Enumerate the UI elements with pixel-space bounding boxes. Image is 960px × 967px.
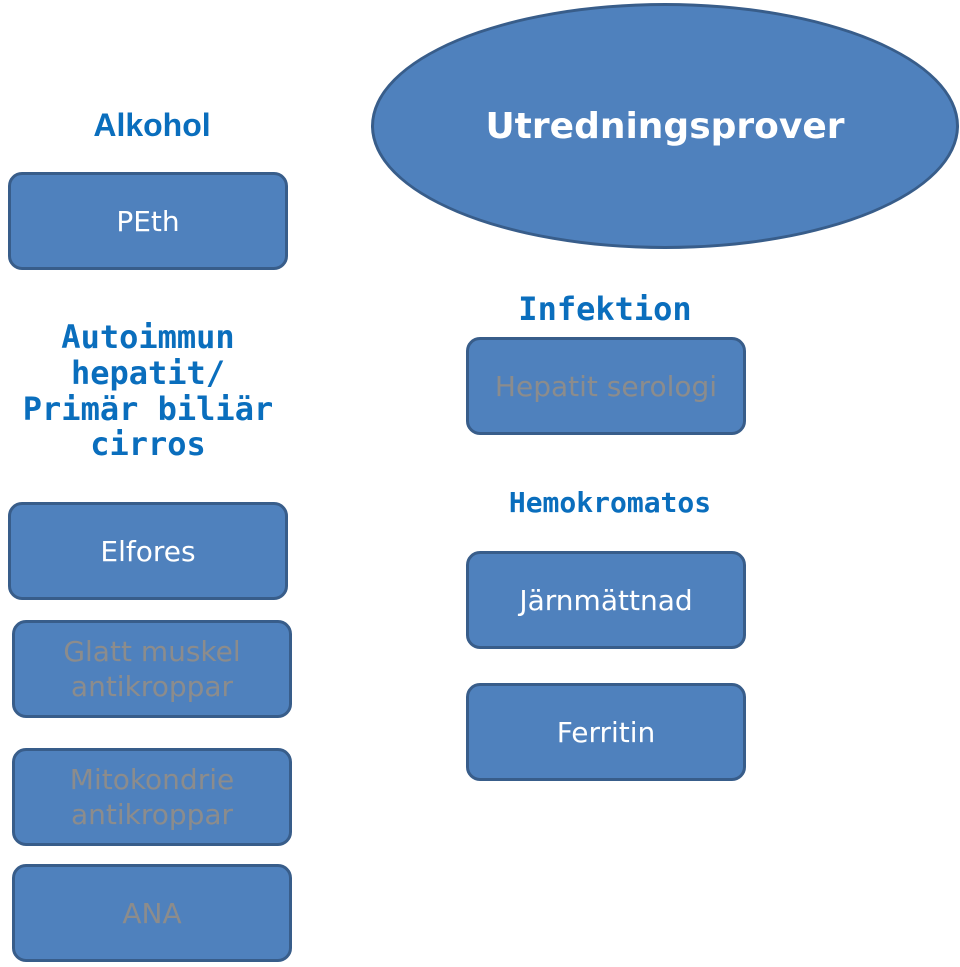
heading-autoimmun: Autoimmun hepatit/ Primär biliär cirros bbox=[22, 318, 274, 464]
test-box-ana: ANA bbox=[12, 864, 292, 962]
test-box-elfores: Elfores bbox=[8, 502, 288, 600]
test-box-mitokondrie: Mitokondrie antikroppar bbox=[12, 748, 292, 846]
test-box-peth: PEth bbox=[8, 172, 288, 270]
test-box-jarnmattnad: Järnmättnad bbox=[466, 551, 746, 649]
heading-alkohol: Alkohol bbox=[93, 107, 211, 143]
diagram-title: Utredningsprover bbox=[485, 105, 845, 147]
heading-infektion: Infektion bbox=[518, 290, 692, 328]
title-ellipse: Utredningsprover bbox=[371, 3, 959, 249]
test-box-glatt-muskel: Glatt muskel antikroppar bbox=[12, 620, 292, 718]
test-box-hepatit-serologi: Hepatit serologi bbox=[466, 337, 746, 435]
heading-hemokromatos: Hemokromatos bbox=[508, 486, 712, 519]
test-box-ferritin: Ferritin bbox=[466, 683, 746, 781]
